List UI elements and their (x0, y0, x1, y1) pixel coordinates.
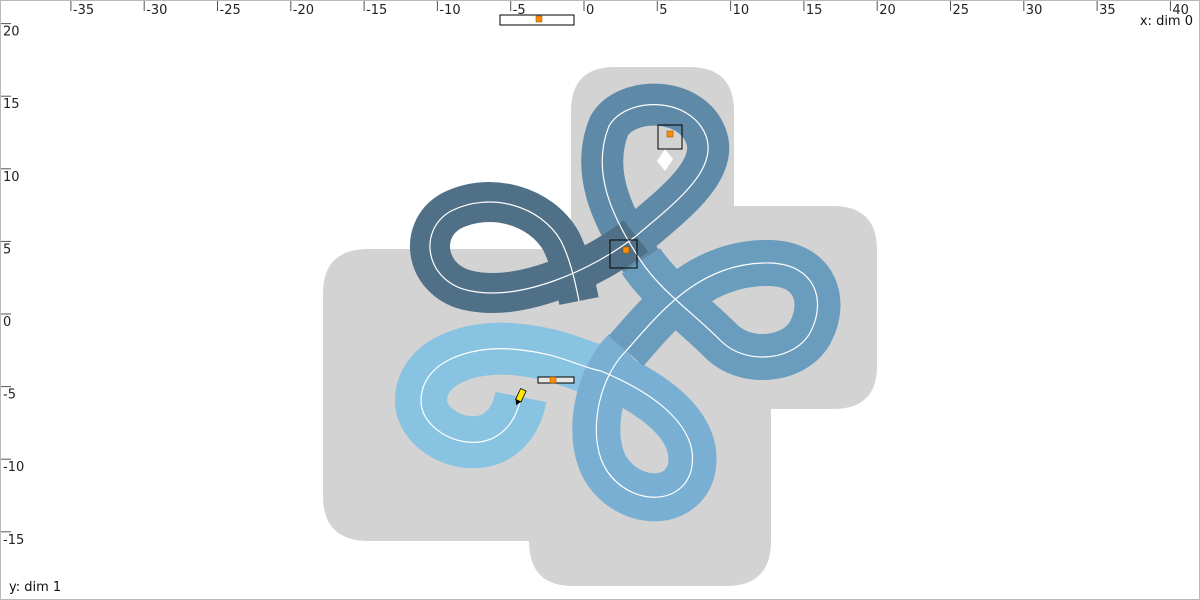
track-slider[interactable] (537, 376, 575, 384)
x-tick-label: 0 (586, 3, 594, 18)
y-tick-label: -15 (3, 533, 24, 548)
x-tick-label: 10 (733, 3, 750, 18)
x-tick-label: 15 (806, 3, 823, 18)
track-centerline (420, 104, 819, 498)
selection-box-1[interactable] (657, 124, 683, 150)
x-tick-label: 30 (1026, 3, 1043, 18)
y-axis-name: y: dim 1 (9, 580, 61, 595)
drag-handle-2[interactable] (622, 246, 630, 254)
top-slider[interactable] (499, 14, 575, 26)
y-tick-label: 5 (3, 242, 11, 257)
top-slider-handle[interactable] (535, 15, 543, 23)
y-tick-label: -5 (3, 388, 16, 403)
x-tick-label: -25 (220, 3, 241, 18)
y-tick-label: -10 (3, 460, 24, 475)
y-tick-label: 20 (3, 25, 20, 40)
y-tick-label: 15 (3, 97, 20, 112)
x-tick-label: 25 (953, 3, 970, 18)
x-tick-label: -20 (293, 3, 314, 18)
x-tick-label: 35 (1099, 3, 1116, 18)
x-tick-label: -10 (439, 3, 460, 18)
x-tick-label: -30 (146, 3, 167, 18)
selection-box-2[interactable] (609, 239, 638, 269)
y-tick-label: 0 (3, 315, 11, 330)
yellow-pencil-icon (515, 387, 527, 406)
x-axis-name: x: dim 0 (1140, 14, 1193, 29)
x-tick-label: 20 (879, 3, 896, 18)
x-tick-label: -5 (513, 3, 526, 18)
x-axis: -35 -30 -25 -20 -15 -10 -5 0 5 10 15 20 25 30 35 40 (70, 1, 1189, 18)
track-slider-handle[interactable] (549, 376, 557, 384)
x-tick-label: 40 (1172, 3, 1189, 18)
x-tick-label: 5 (659, 3, 667, 18)
y-tick-label: 10 (3, 170, 20, 185)
x-tick-label: -15 (366, 3, 387, 18)
y-axis: 20 15 10 5 0 -5 -10 -15 (1, 23, 24, 548)
drag-handle-1[interactable] (666, 130, 674, 138)
x-tick-label: -35 (73, 3, 94, 18)
white-diamond-marker (657, 149, 673, 171)
